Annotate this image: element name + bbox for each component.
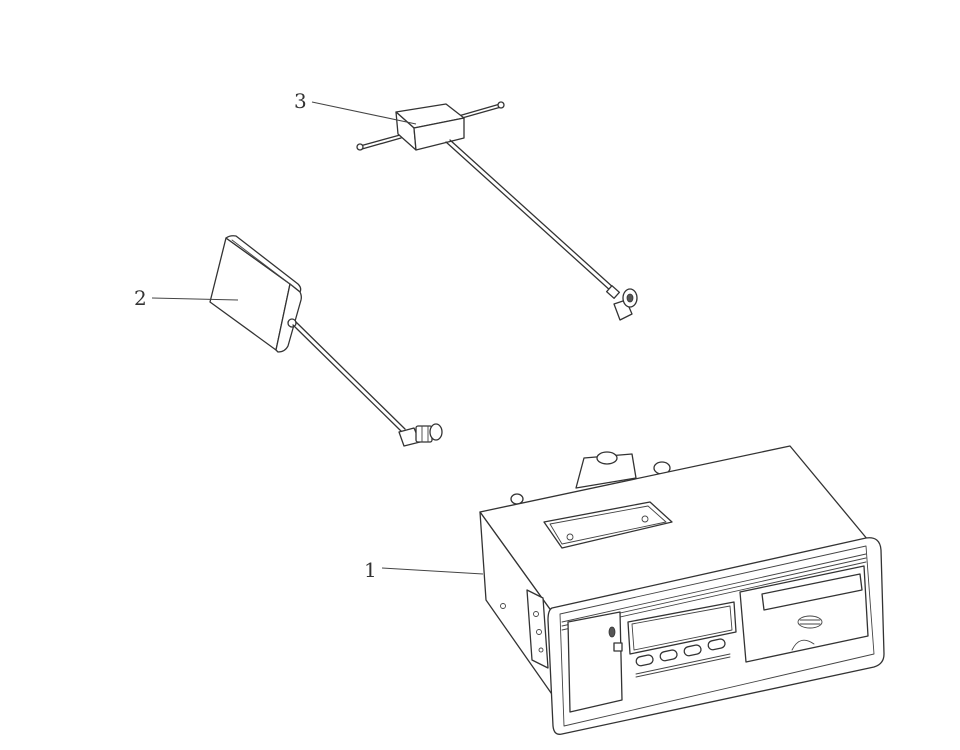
card-slot-door xyxy=(567,611,623,713)
callout-1: 1 xyxy=(364,558,484,582)
callout-label-3: 3 xyxy=(294,89,307,113)
printer-drawer xyxy=(739,565,869,663)
display-window xyxy=(627,601,737,655)
front-button-1 xyxy=(635,654,654,667)
part-2-connector xyxy=(398,423,443,447)
front-button-3 xyxy=(683,644,702,657)
part-1-main-unit xyxy=(479,445,885,735)
callout-label-1: 1 xyxy=(364,558,377,582)
callout-label-2: 2 xyxy=(134,286,147,310)
callout-3: 3 xyxy=(294,89,417,125)
callout-2: 2 xyxy=(134,286,239,310)
part-2-antenna-module xyxy=(209,235,443,447)
front-button-4 xyxy=(707,638,726,651)
button-row xyxy=(635,638,726,667)
front-button-2 xyxy=(659,649,678,662)
side-bracket xyxy=(526,589,549,669)
part-3-antenna-box xyxy=(356,101,638,321)
part-3-connector xyxy=(605,285,638,321)
